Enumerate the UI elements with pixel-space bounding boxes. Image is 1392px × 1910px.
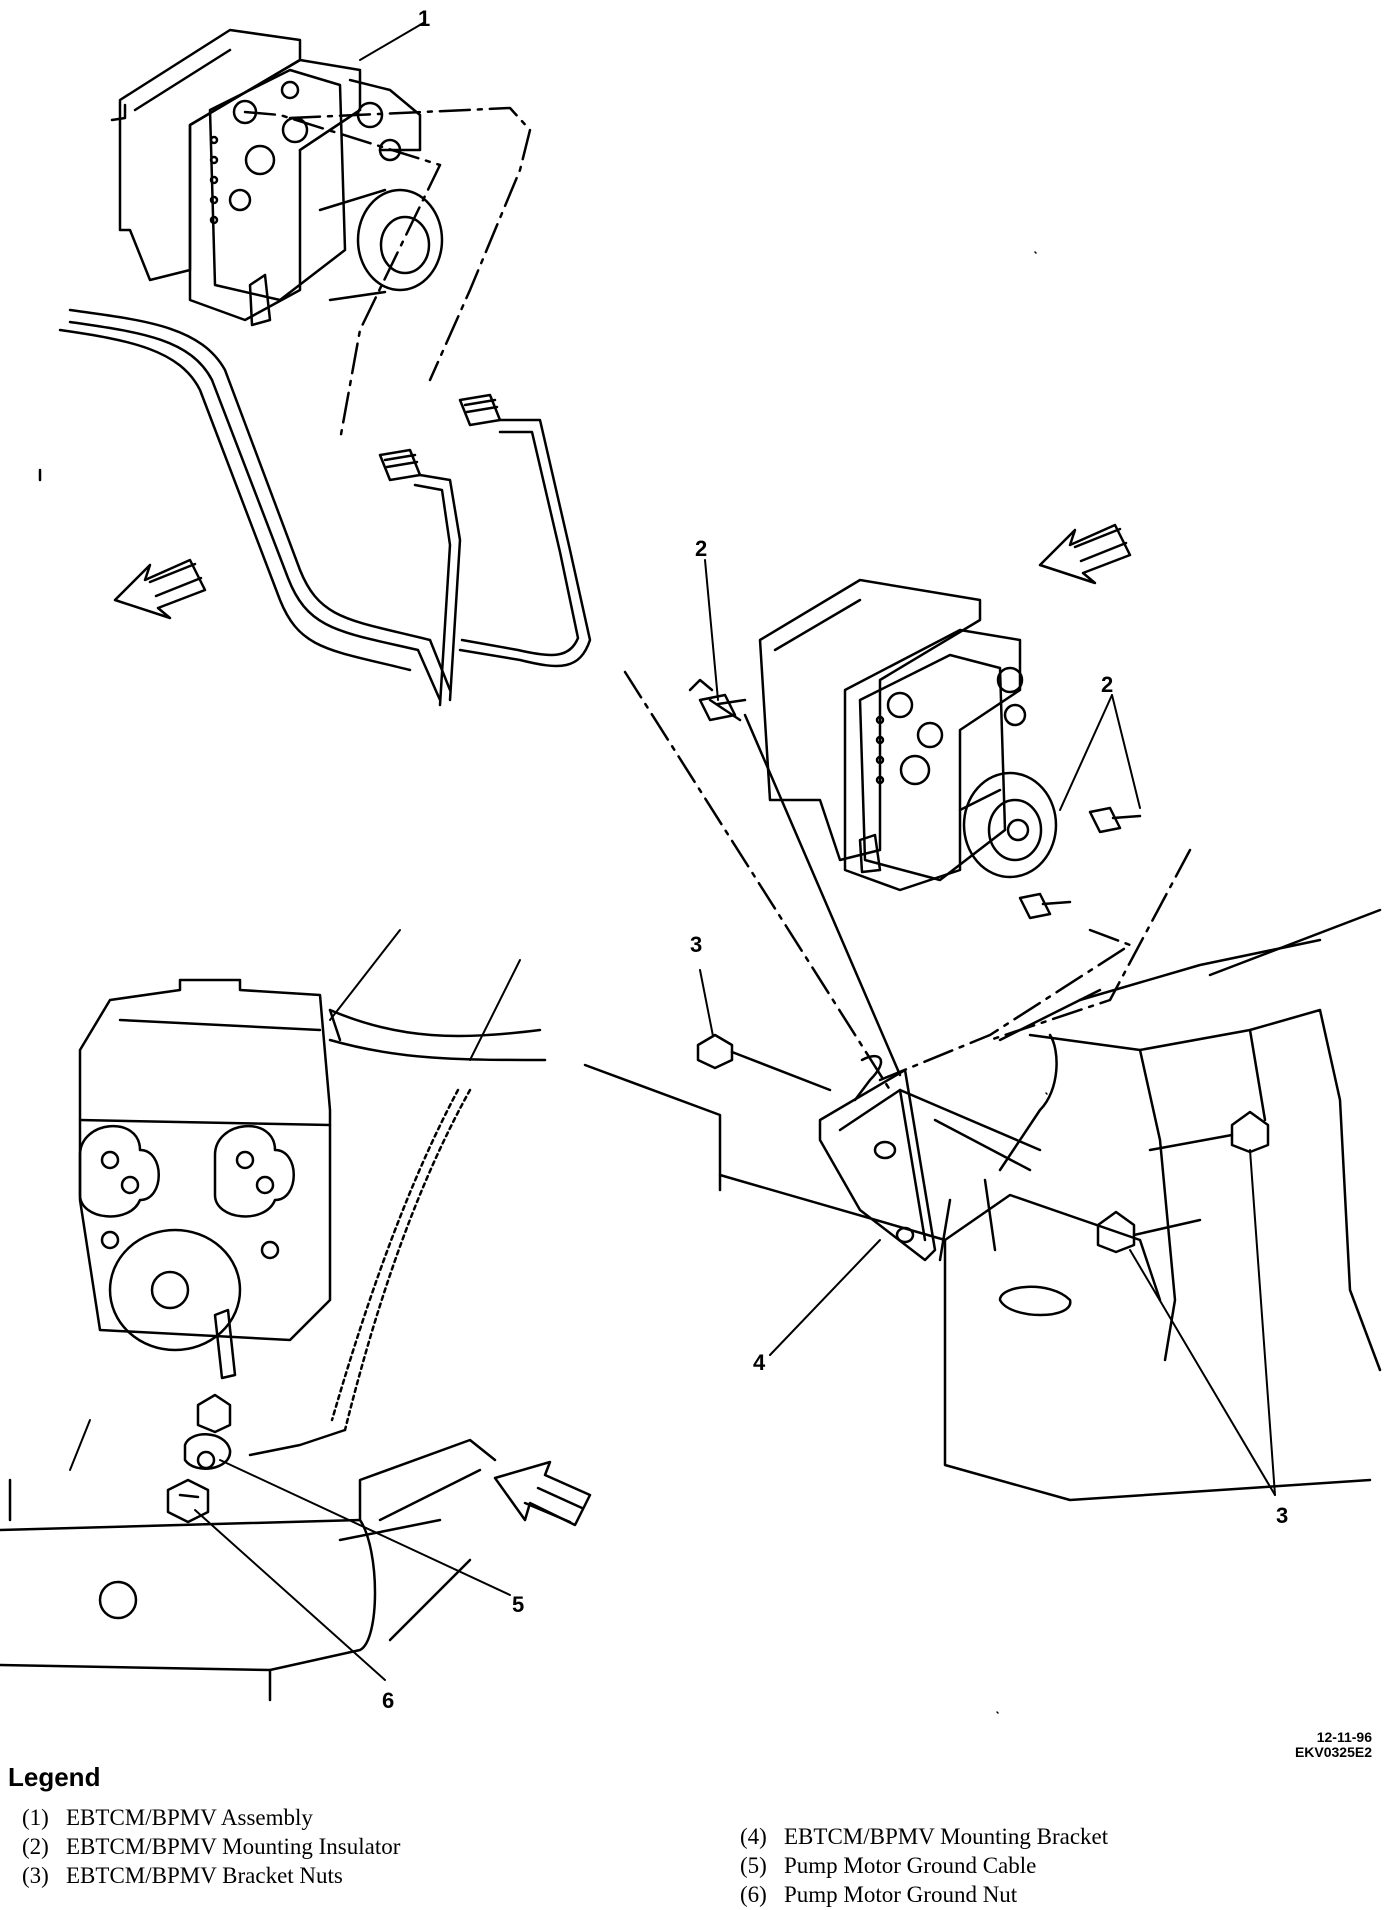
callout-2-left: 2 — [695, 536, 707, 561]
legend-item-text: EBTCM/BPMV Mounting Insulator — [66, 1834, 401, 1859]
assembly-right — [758, 578, 1058, 892]
legend-item-text: Pump Motor Ground Nut — [784, 1882, 1018, 1907]
callout-2-right: 2 — [1101, 672, 1113, 697]
mounting-bracket-and-frame — [583, 908, 1382, 1502]
callout-1: 1 — [418, 6, 430, 31]
legend-list-right: (4) EBTCM/BPMV Mounting Bracket (5) Pump M… — [740, 1822, 1108, 1909]
assembly-bottom-left — [78, 978, 547, 1524]
legend-item-number: (4) — [740, 1824, 767, 1849]
legend-item-number: (1) — [22, 1805, 49, 1830]
legend-item: (1) EBTCM/BPMV Assembly — [22, 1803, 400, 1832]
legend-title: Legend — [8, 1762, 101, 1792]
figure-id: EKV0325E2 — [1294, 1744, 1372, 1760]
legend-item: (4) EBTCM/BPMV Mounting Bracket — [740, 1822, 1108, 1851]
callout-6: 6 — [382, 1688, 394, 1713]
legend-list-left: (1) EBTCM/BPMV Assembly (2) EBTCM/BPMV Mou… — [22, 1803, 400, 1890]
legend-item-number: (6) — [740, 1882, 767, 1907]
exploded-view-diagram: 1 2 2 3 3 4 5 6 — [0, 6, 1382, 1714]
callout-3-right: 3 — [1276, 1503, 1288, 1528]
callout-3-left: 3 — [690, 932, 702, 957]
legend-item: (2) EBTCM/BPMV Mounting Insulator — [22, 1832, 400, 1861]
legend-item-number: (3) — [22, 1863, 49, 1888]
legend-item: (5) Pump Motor Ground Cable — [740, 1851, 1108, 1880]
brake-lines — [38, 106, 592, 707]
legend-item-number: (2) — [22, 1834, 49, 1859]
legend-item: (6) Pump Motor Ground Nut — [740, 1880, 1108, 1909]
legend-item-text: EBTCM/BPMV Assembly — [66, 1805, 313, 1830]
callout-leaders — [69, 21, 1276, 1681]
forward-arrow-icon — [1038, 523, 1132, 585]
forward-arrow-icon — [493, 1460, 592, 1527]
assembly-top-left — [110, 28, 444, 327]
legend-item-text: Pump Motor Ground Cable — [784, 1853, 1037, 1878]
forward-arrow-icon — [113, 558, 207, 620]
frame-bottom-left — [0, 1438, 497, 1702]
legend-item: (3) EBTCM/BPMV Bracket Nuts — [22, 1861, 400, 1890]
legend-item-text: EBTCM/BPMV Bracket Nuts — [66, 1863, 343, 1888]
leader-lines-right — [623, 670, 1192, 1092]
legend-item-text: EBTCM/BPMV Mounting Bracket — [784, 1824, 1109, 1849]
scan-specks — [996, 251, 1048, 1714]
figure-date: 12-11-96 — [1316, 1729, 1372, 1745]
legend-item-number: (5) — [740, 1853, 767, 1878]
mounting-insulators — [688, 678, 1142, 920]
callout-5: 5 — [512, 1592, 524, 1617]
callout-4: 4 — [753, 1350, 766, 1375]
figure-code: 12-11-96 EKV0325E2 — [1295, 1730, 1372, 1760]
bracket-nuts — [696, 1033, 1270, 1254]
